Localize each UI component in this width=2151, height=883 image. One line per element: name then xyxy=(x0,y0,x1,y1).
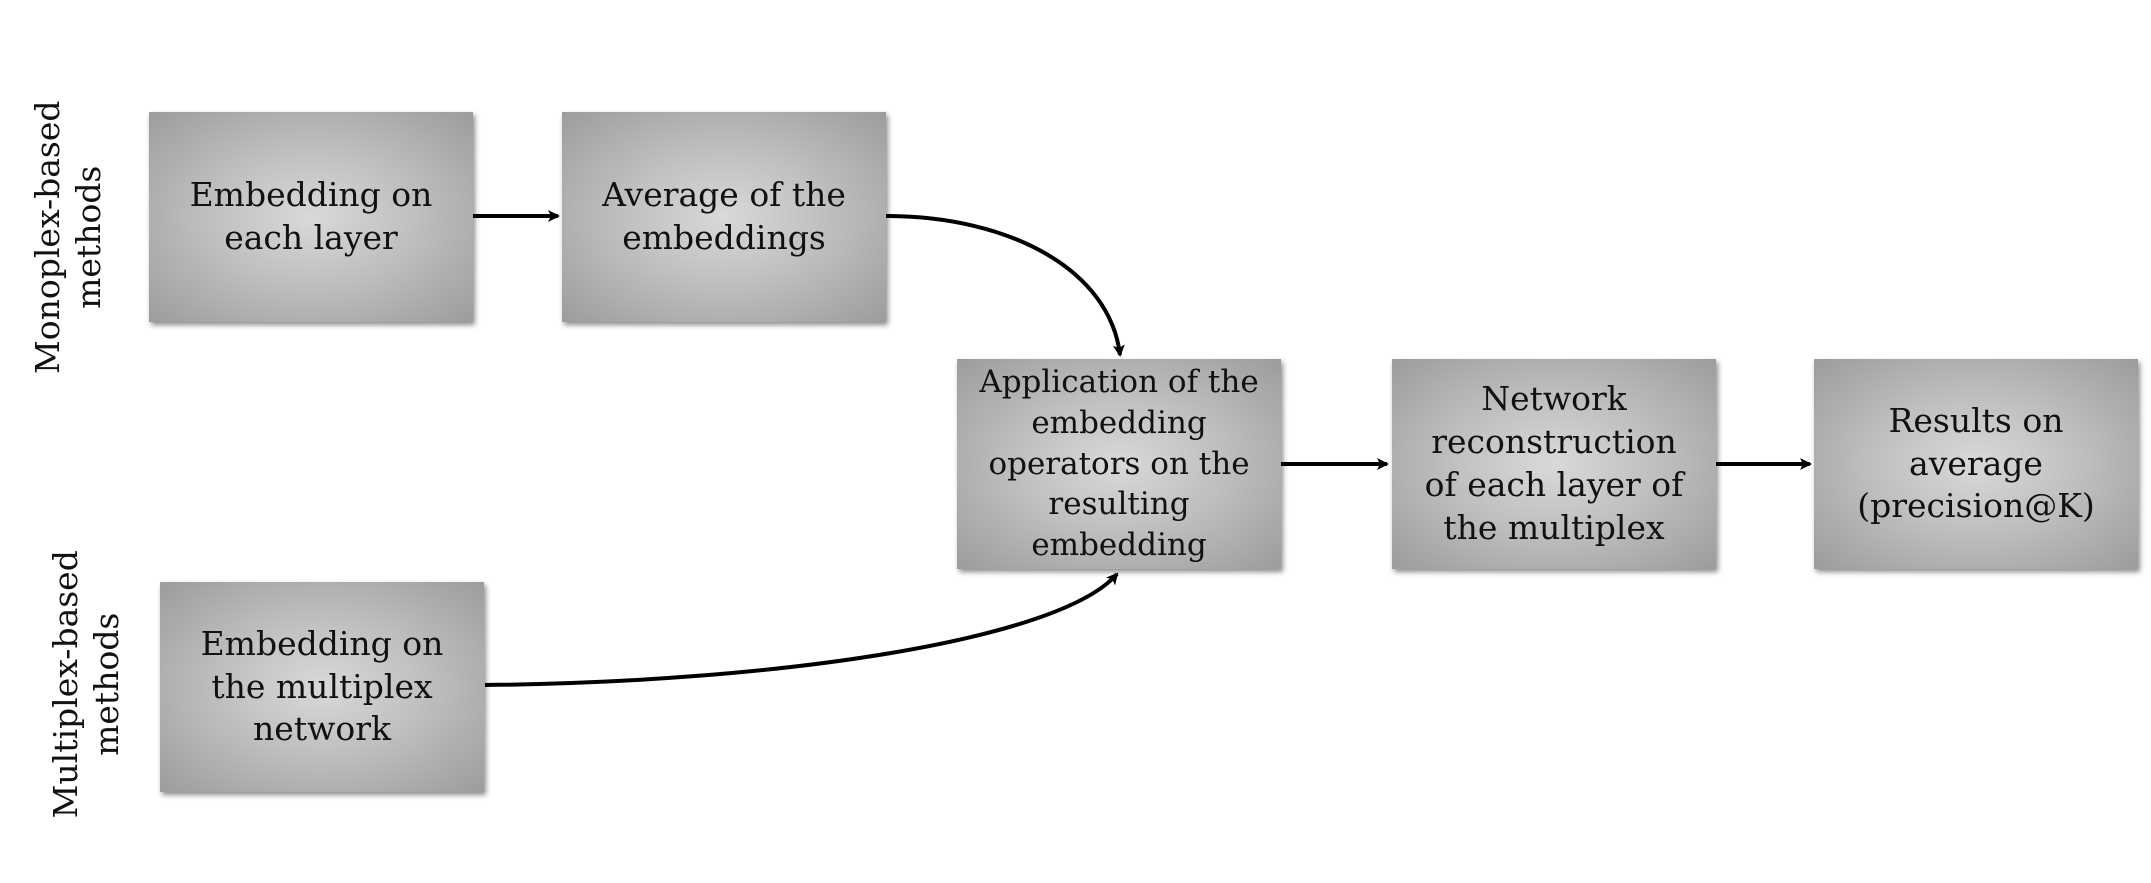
embedding-multiplex-box: Embedding on the multiplex network xyxy=(160,582,484,792)
results-average-box: Results on average (precision@K) xyxy=(1814,359,2138,569)
application-operators-box: Application of the embedding operators o… xyxy=(957,359,1281,569)
network-reconstruction-box: Network reconstruction of each layer of … xyxy=(1392,359,1716,569)
monoplex-methods-label: Monoplex-based methods xyxy=(27,100,108,375)
average-embeddings-text: Average of the embeddings xyxy=(602,175,846,257)
results-average-text: Results on average (precision@K) xyxy=(1857,400,2095,526)
arrow-average-to-application xyxy=(885,214,1125,357)
embedding-multiplex-text: Embedding on the multiplex network xyxy=(200,623,444,749)
embedding-each-layer-text: Embedding on each layer xyxy=(189,175,433,257)
network-reconstruction-text: Network reconstruction of each layer of … xyxy=(1424,379,1684,547)
arrow-multiplex-to-application xyxy=(484,572,1119,687)
embedding-each-layer-box: Embedding on each layer xyxy=(149,112,473,322)
application-operators-text: Application of the embedding operators o… xyxy=(979,363,1259,564)
multiplex-methods-label: Multiplex-based methods xyxy=(45,550,126,819)
average-embeddings-box: Average of the embeddings xyxy=(562,112,886,322)
